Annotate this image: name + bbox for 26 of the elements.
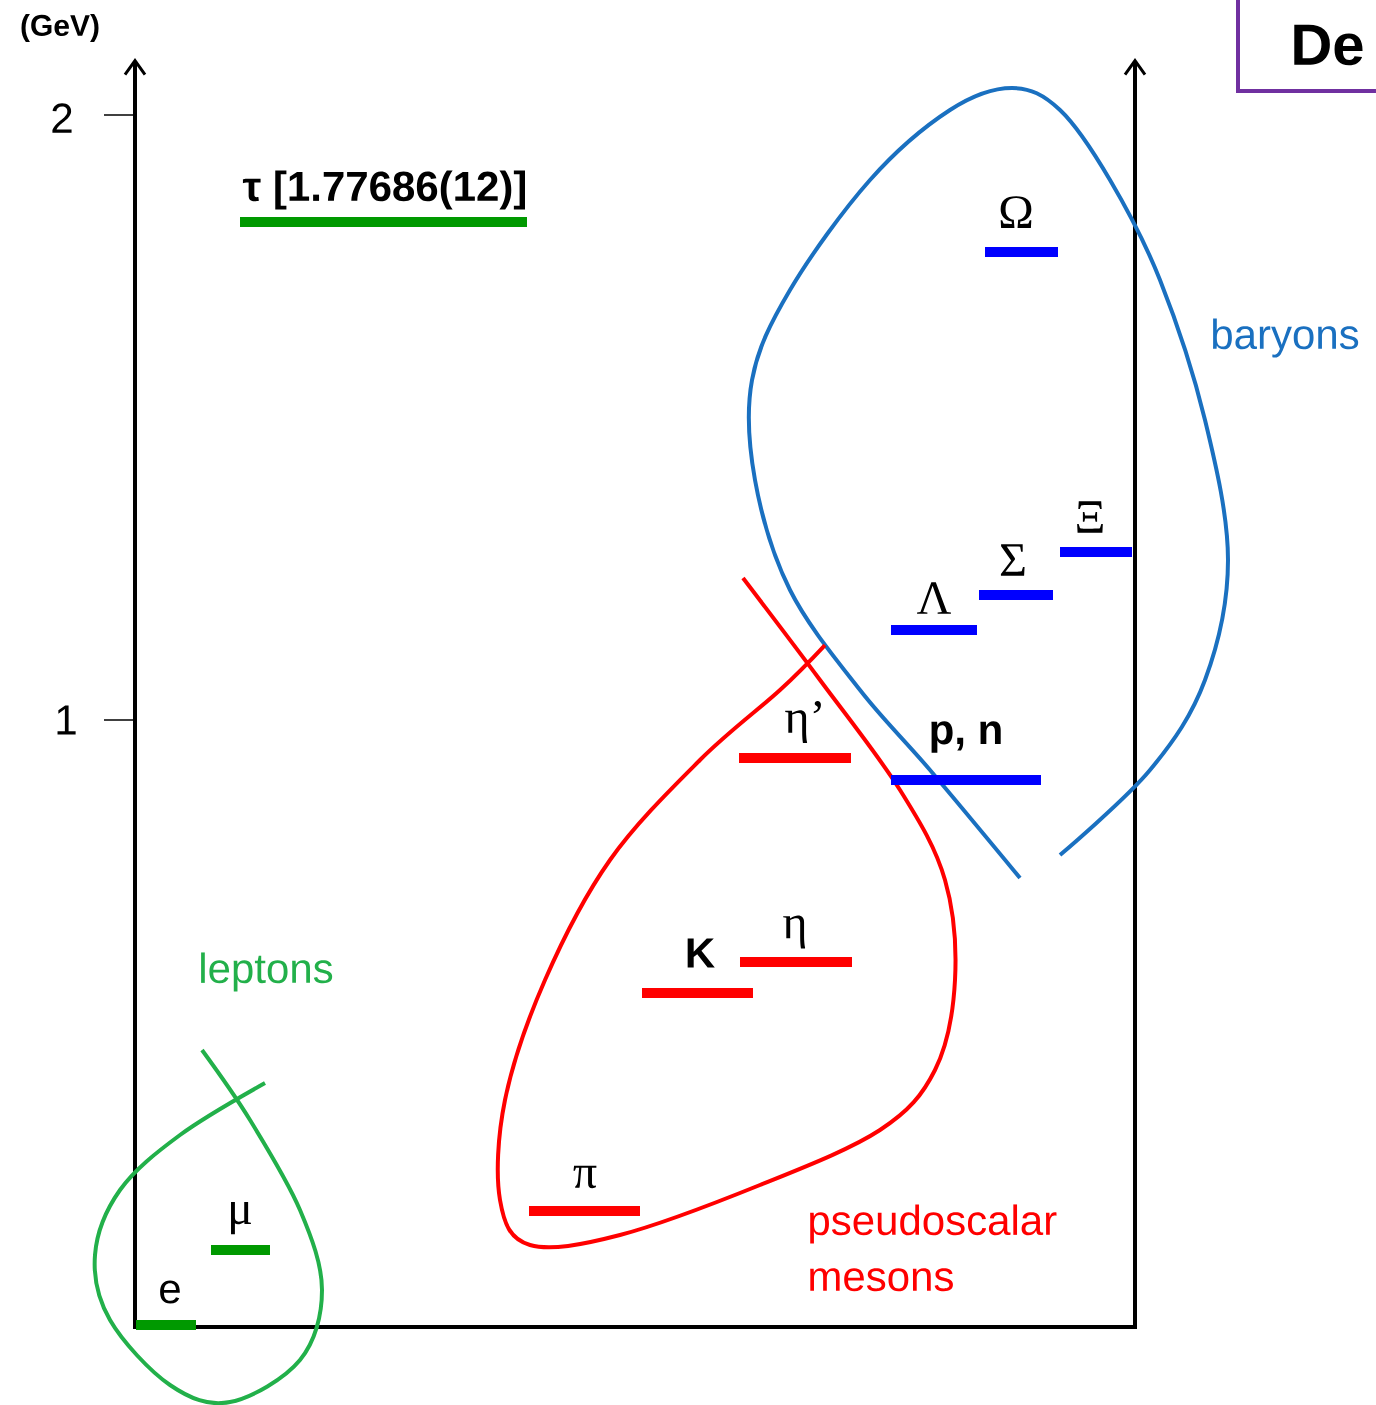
node-label: Ω (1000, 196, 1032, 228)
energy-level: τ [1.77686(12)] (240, 170, 527, 227)
energy-level: Λ (891, 582, 977, 635)
node-label: e (160, 1280, 180, 1304)
node-label: K (687, 938, 715, 968)
energy-level: Ω (985, 196, 1058, 257)
node-label: η’ (785, 700, 821, 744)
energy-level: p, n (891, 721, 1041, 785)
node-label: τ [1.77686(12)] (242, 170, 525, 210)
energy-level: Ξ (1060, 501, 1132, 557)
node-label: Σ (1000, 544, 1025, 576)
node-label: Λ (917, 582, 951, 614)
title-box: De (1236, 0, 1376, 93)
node-label: Ξ (1077, 501, 1103, 533)
node-label: μ (231, 1201, 251, 1235)
tick-label: 2 (52, 103, 72, 133)
node-label: η (783, 915, 806, 949)
node-label: p, n (931, 721, 1001, 753)
energy-level: η’ (739, 700, 851, 763)
axis-unit: (GeV) (21, 14, 99, 42)
energy-level: μ (211, 1201, 270, 1255)
energy-level: π (529, 1165, 640, 1216)
energy-level: Σ (979, 544, 1053, 600)
tick-label: 1 (57, 705, 76, 735)
energy-level: e (136, 1280, 196, 1330)
node-label: π (573, 1165, 597, 1189)
